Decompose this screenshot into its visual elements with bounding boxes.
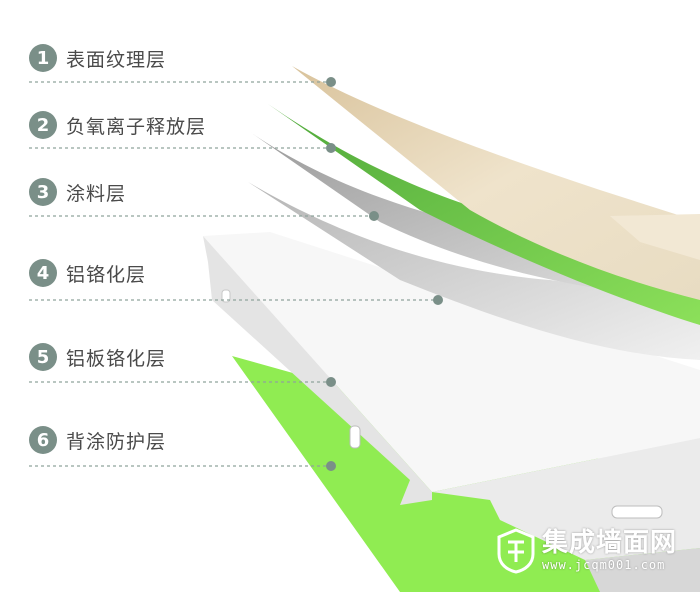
leader-dot-2	[326, 143, 336, 153]
layer-name: 涂料层	[66, 182, 127, 205]
leader-dot-3	[369, 211, 379, 221]
layer-name: 铝铬化层	[66, 263, 147, 286]
logo-shield-icon	[497, 528, 535, 574]
surface-texture-layer	[292, 66, 700, 300]
surface-texture-flap	[610, 214, 700, 260]
layer-number-badge: 6	[29, 426, 57, 454]
aluminium-panel-front	[432, 438, 700, 560]
layer-label-1: 1 表面纹理层	[29, 44, 166, 72]
panel-slot-side	[349, 425, 361, 449]
layer-name: 表面纹理层	[66, 48, 167, 71]
leader-dot-6	[326, 461, 336, 471]
layer-label-4: 4 铝铬化层	[29, 259, 146, 287]
panel-slot-small	[221, 289, 231, 303]
layer-number-badge: 2	[29, 111, 57, 139]
layer-label-6: 6 背涂防护层	[29, 426, 166, 454]
logo-url: www.jcqm001.com	[542, 558, 666, 572]
layer-label-5: 5 铝板铬化层	[29, 343, 166, 371]
layer-name: 背涂防护层	[66, 430, 167, 453]
back-coating-strip	[585, 548, 700, 592]
logo-name: 集成墙面网	[542, 528, 678, 558]
layer-name: 铝板铬化层	[66, 347, 167, 370]
leader-dots	[326, 77, 443, 471]
panel-slot-front	[611, 505, 663, 519]
chromate-layer	[248, 182, 700, 360]
layer-number-badge: 5	[29, 343, 57, 371]
layer-name: 负氧离子释放层	[66, 115, 207, 138]
aluminium-panel-side	[203, 236, 432, 505]
leader-dot-4	[433, 295, 443, 305]
layer-number-badge: 1	[29, 44, 57, 72]
leader-dot-5	[326, 377, 336, 387]
site-logo: 集成墙面网 www.jcqm001.com	[496, 528, 677, 574]
layer-label-3: 3 涂料层	[29, 178, 126, 206]
leader-lines	[29, 81, 438, 467]
aluminium-panel-top	[203, 232, 700, 492]
layer-number-badge: 4	[29, 259, 57, 287]
layer-label-2: 2 负氧离子释放层	[29, 111, 206, 139]
layer-number-badge: 3	[29, 178, 57, 206]
leader-dot-1	[326, 77, 336, 87]
